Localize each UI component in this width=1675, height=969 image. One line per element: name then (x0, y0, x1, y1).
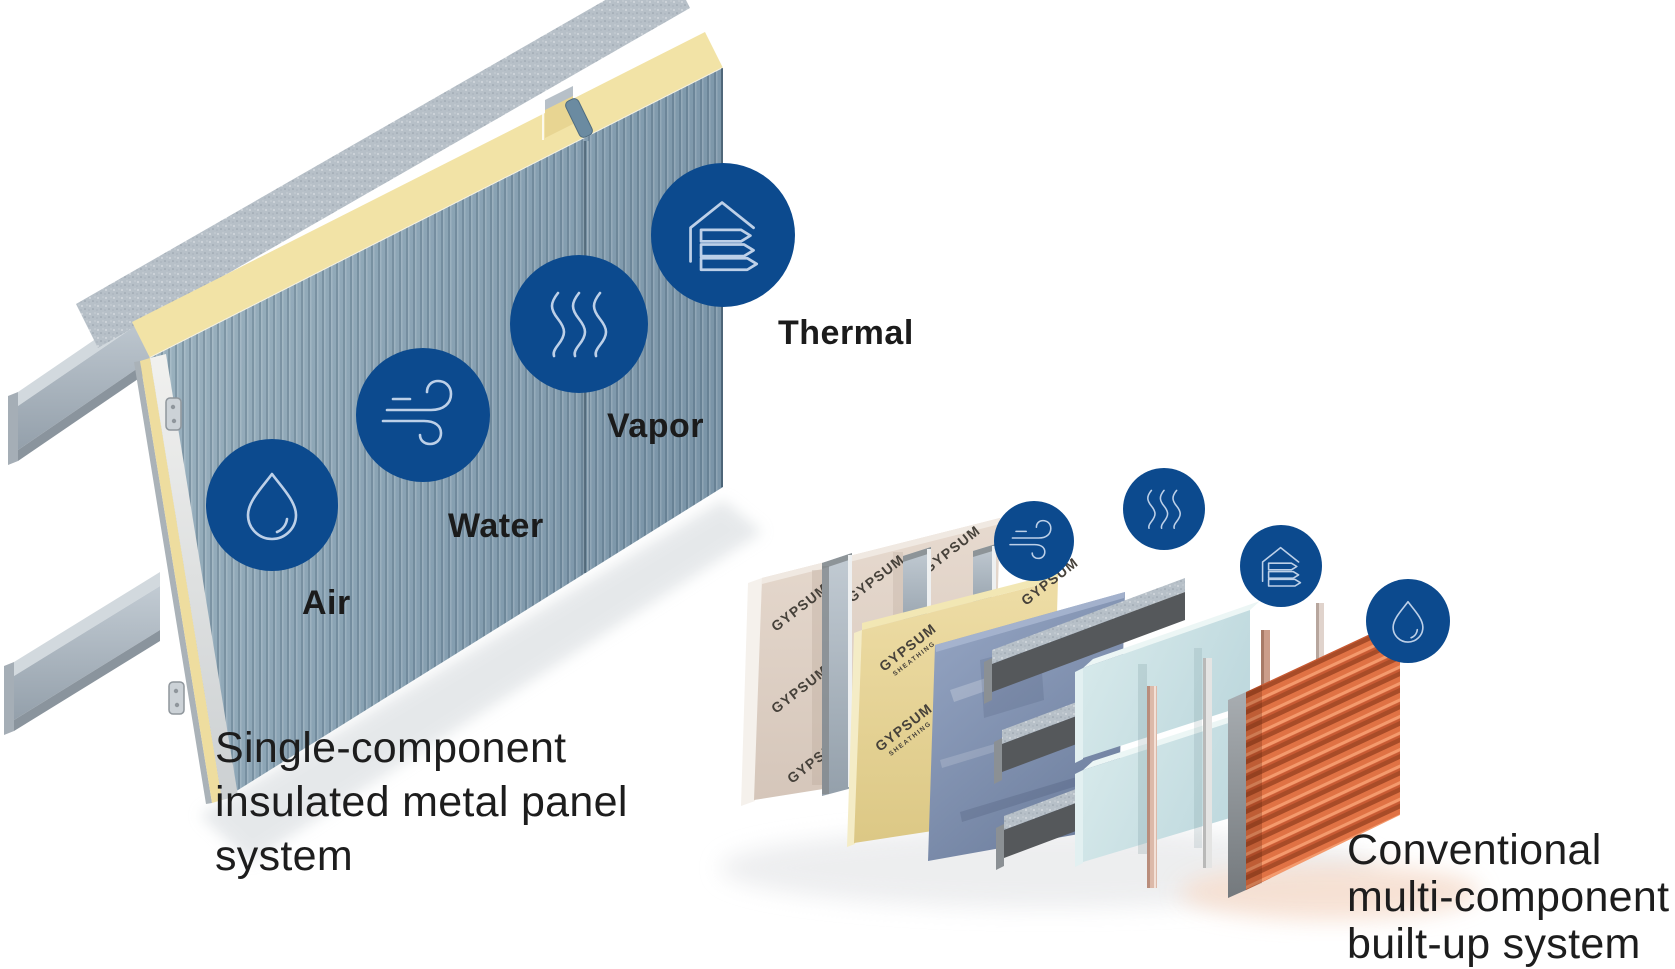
steel-stud (822, 553, 852, 796)
z-girt (984, 578, 1185, 704)
water-badge (356, 348, 490, 482)
badge-circle (356, 348, 490, 482)
caption-line: multi-component (1347, 873, 1669, 921)
badge-circle (1240, 525, 1322, 607)
lower-girt (4, 572, 160, 735)
wind-badge-small (994, 501, 1074, 581)
vapor-badge (510, 255, 648, 393)
badge-circle (651, 163, 795, 307)
left-barrier-badges (206, 163, 795, 571)
badge-circle (206, 439, 338, 571)
back-skin-top-band (76, 0, 690, 348)
right-system-caption: Conventional multi-component built-up sy… (1347, 826, 1669, 968)
insulation-board (1075, 601, 1260, 763)
thermal-badge-small (1240, 525, 1322, 607)
caption-line: Single-component (215, 724, 566, 772)
vapor-badge-small (1123, 468, 1205, 550)
caption-line: system (215, 832, 353, 880)
badge-circle (1123, 468, 1205, 550)
caption-line: built-up system (1347, 920, 1641, 968)
water-label: Water (448, 507, 544, 545)
furring-strip (1203, 658, 1212, 868)
fastener-clip (168, 681, 185, 715)
vapor-label: Vapor (607, 407, 704, 445)
left-system-caption: Single-component insulated metal panel s… (215, 724, 628, 880)
badge-circle (994, 501, 1074, 581)
fastener-clip (165, 397, 182, 431)
corrugated-cladding (1228, 620, 1400, 898)
badge-circle (510, 255, 648, 393)
air-label: Air (302, 584, 351, 622)
caption-line: insulated metal panel (215, 778, 628, 826)
panel-joint-clip (542, 86, 593, 140)
right-barrier-badges (994, 468, 1450, 663)
furring-strip (1147, 686, 1157, 888)
panel-ground-shadow (200, 500, 762, 862)
panel-left-edge (134, 354, 238, 804)
built-up-system-illustration: GYPSUM GYPSUM GYPSUM GYPSUM GYPSUM (720, 518, 1480, 920)
droplet-badge-small (1366, 579, 1450, 663)
caption-line: Conventional (1347, 826, 1602, 874)
badge-circle (1366, 579, 1450, 663)
thermal-label: Thermal (778, 314, 914, 352)
air-badge (206, 439, 338, 571)
thermal-badge (651, 163, 795, 307)
